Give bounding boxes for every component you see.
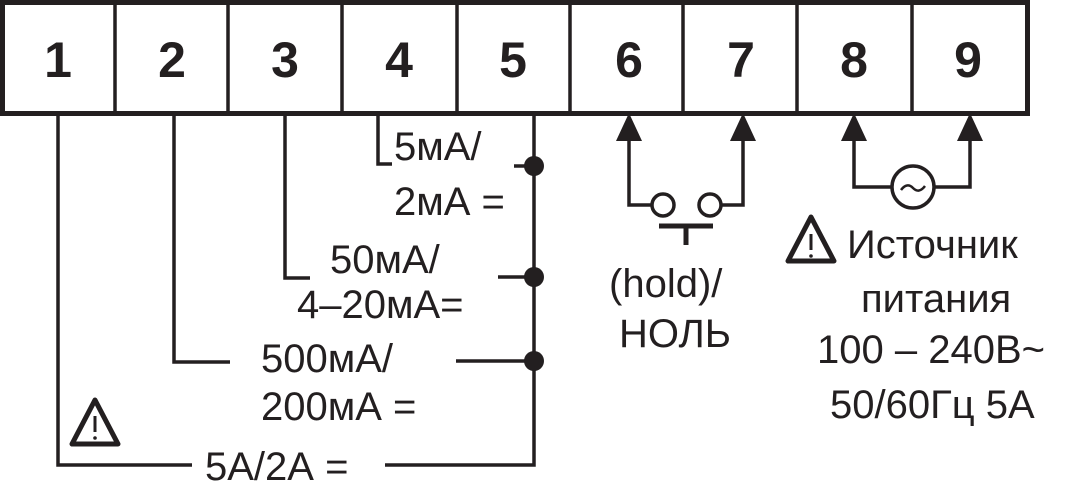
ac-source-icon	[890, 164, 936, 210]
terminal-5-label: 5	[499, 32, 527, 88]
hold-label-line2: НОЛЬ	[619, 312, 731, 356]
range-5mA-line1: 5мА/	[394, 125, 482, 169]
junction-dot	[524, 267, 544, 287]
warning-triangle-icon	[69, 397, 121, 447]
range-500mA-line1: 500мА/	[261, 337, 394, 381]
wire-terminal-7	[721, 140, 745, 207]
terminal-block: 1 2 3 4 5 6 7 8 9	[0, 0, 1030, 116]
warning-triangle-icon	[785, 214, 837, 264]
arrow-up-icon	[616, 113, 642, 141]
terminal-1-label: 1	[44, 32, 72, 88]
range-5A-label: 5А/2А =	[205, 445, 348, 489]
hold-label-line1: (hold)/	[609, 262, 723, 306]
arrow-up-icon	[957, 113, 983, 141]
power-label-line2: питания	[861, 277, 1011, 321]
terminal-2-label: 2	[158, 32, 186, 88]
power-label-line1: Источник	[847, 223, 1018, 267]
wire-terminal-9	[935, 140, 972, 189]
wire-terminal-1	[56, 115, 192, 467]
arrow-up-icon	[841, 113, 867, 141]
wire-terminal-4	[376, 115, 392, 166]
hold-circuit	[616, 113, 756, 245]
push-button-icon	[650, 192, 723, 245]
terminal-block-frame	[0, 0, 1030, 116]
common-wire	[385, 115, 536, 467]
terminal-7-label: 7	[727, 32, 755, 88]
terminal-3-label: 3	[271, 32, 299, 88]
wire-terminal-8	[852, 140, 891, 189]
wire-terminal-3	[283, 115, 310, 280]
arrow-up-icon	[730, 113, 756, 141]
range-500mA-line2: 200мА =	[261, 385, 416, 429]
terminal-6-label: 6	[615, 32, 643, 88]
terminal-8-label: 8	[840, 32, 868, 88]
power-label-line4: 50/60Гц 5А	[830, 383, 1035, 427]
junction-dot	[524, 351, 544, 371]
range-5mA-line2: 2мА =	[394, 180, 505, 224]
terminal-4-label: 4	[385, 32, 413, 88]
power-circuit	[841, 113, 983, 210]
power-label-line3: 100 – 240В~	[817, 328, 1045, 372]
range-50mA-line2: 4–20мА=	[297, 283, 464, 327]
junction-dot	[524, 156, 544, 176]
wire-terminal-6	[627, 140, 652, 207]
wire-terminal-2	[172, 115, 230, 364]
range-50mA-line1: 50мА/	[330, 238, 441, 282]
input-wiring	[56, 115, 544, 467]
terminal-9-label: 9	[954, 32, 982, 88]
